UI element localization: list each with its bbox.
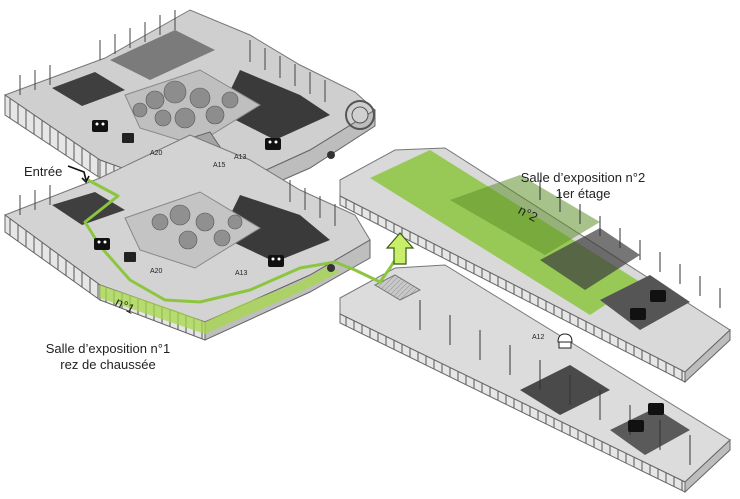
- room-code: A13: [234, 154, 247, 161]
- room-code: A20: [150, 268, 163, 275]
- entrance-arrow-icon: [67, 165, 90, 184]
- visitor-route: [83, 178, 397, 304]
- hall-1-subtitle: rez de chaussée: [60, 357, 156, 372]
- room-code: A12: [532, 334, 545, 341]
- entrance-label: Entrée: [24, 164, 63, 179]
- room-code: A15: [213, 162, 226, 169]
- elevator-icon: [122, 133, 136, 262]
- up-arrow-icon: [385, 232, 415, 265]
- cafe-icon: [557, 333, 573, 349]
- room-code: A13: [235, 270, 248, 277]
- hall-2-title: Salle d’exposition n°2: [520, 170, 646, 185]
- room-code: A20: [150, 150, 163, 157]
- lower-building: [3, 134, 371, 341]
- hall-1-title: Salle d’exposition n°1: [45, 341, 171, 356]
- hall-2-subtitle: 1er étage: [555, 186, 611, 201]
